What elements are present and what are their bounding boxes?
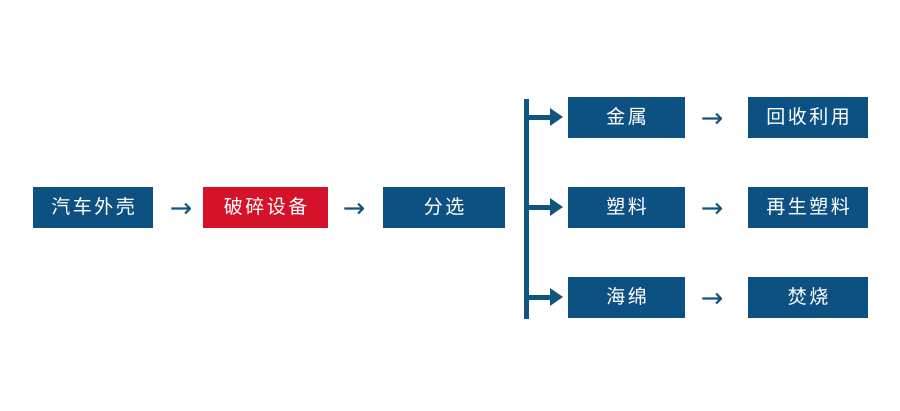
arrow-head-icon-metal: [550, 108, 563, 126]
node-incineration[interactable]: 焚烧: [748, 277, 868, 318]
arrow-right-icon-plastic-to-regen: →: [700, 192, 724, 224]
node-metal[interactable]: 金属: [568, 97, 685, 138]
node-regenerated-plastic[interactable]: 再生塑料: [748, 187, 868, 228]
arrow-right-icon-crusher-to-sorting: →: [342, 192, 366, 224]
arrow-head-icon-sponge: [550, 288, 563, 306]
node-sponge[interactable]: 海绵: [568, 277, 685, 318]
node-crusher[interactable]: 破碎设备: [203, 187, 328, 228]
node-car-shell[interactable]: 汽车外壳: [33, 187, 153, 228]
arrow-right-icon-shell-to-crusher: →: [169, 192, 193, 224]
node-plastic[interactable]: 塑料: [568, 187, 685, 228]
branch-connector-plastic: [529, 205, 552, 210]
arrow-head-icon-plastic: [550, 198, 563, 216]
arrow-right-icon-metal-to-recycle: →: [700, 102, 724, 134]
node-sorting[interactable]: 分选: [383, 187, 505, 228]
node-recycle-reuse[interactable]: 回收利用: [748, 97, 868, 138]
branch-connector-sponge: [529, 295, 552, 300]
arrow-right-icon-sponge-to-incinerate: →: [700, 282, 724, 314]
branch-bus-line: [524, 99, 529, 319]
branch-connector-metal: [529, 115, 552, 120]
